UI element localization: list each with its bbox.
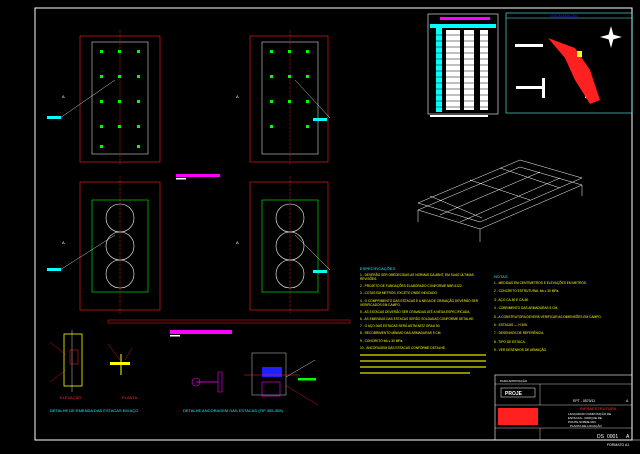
- note-filler-line: [360, 365, 486, 368]
- title-line: LANÇADOR COMPOSIÇÃO DE: [568, 411, 611, 416]
- title-block: PARA APROVAÇÃO PROJE EPT - 0570/11 A INF…: [494, 374, 633, 447]
- plan-title-bar-top: [176, 174, 220, 177]
- pile-schedule-table: [427, 13, 499, 117]
- isometric-view: [417, 159, 583, 242]
- note-filler-line: [360, 371, 470, 374]
- note-item: 6 - ESTACAS — H 305.: [494, 322, 528, 327]
- doc-revision: A: [626, 399, 629, 403]
- revision-label: PARA APROVAÇÃO: [500, 378, 528, 383]
- note-item: 6 - AS EMENDAS DAS ESTACAS SERÃO SOLDADA…: [360, 316, 475, 321]
- note-item: 10 - ANCORAGEM DAS ESTACAS CONFORME DETA…: [360, 345, 446, 350]
- location-map: LOCALIZAÇÃO: [505, 12, 633, 114]
- north-arrow-icon: [600, 26, 622, 48]
- note-item: 2 - PROJETO DE FUNDAÇÕES ELABORADO CONFO…: [360, 284, 463, 289]
- title-line: PLANTA DE LOCAÇÃO: [570, 423, 602, 428]
- note-item: 3 - COTAS EM METROS, EXCETO ONDE INDICAD…: [360, 291, 438, 296]
- specifications-heading: ESPECIFICAÇÕES: [360, 266, 396, 271]
- general-notes: NOTAS 1 - MEDIDAS EM CENTÍMETROS E ELEVA…: [494, 274, 628, 357]
- sheet-number: 0001: [607, 434, 618, 440]
- plan-label: PLANTA: [122, 395, 138, 400]
- section-label: A: [236, 240, 239, 245]
- note-item: 4 - O COMPRIMENTO DAS ESTACAS E A NEGA D…: [360, 298, 479, 307]
- title-line: ESTACAS - PARQUE DE: [568, 416, 602, 420]
- note-item: 7 - O AÇO DAS ESTACAS SERÁ ASTM A572 GRA…: [360, 324, 441, 329]
- note-item: 7 - DESENHOS DE REFERÊNCIA.: [494, 331, 545, 336]
- sheet-frame: [34, 7, 633, 441]
- elevation-label: ELEVAÇÃO: [60, 395, 81, 400]
- anchorage-detail-title: DETALHE ANCORAGEM DAS ESTACAS (TIP 305-3…: [183, 408, 283, 413]
- section-label: A: [236, 94, 239, 99]
- note-filler-line: [360, 359, 486, 362]
- note-item: 5 - AS ESTACAS DEVERÃO SER CRAVADAS ATÉ …: [360, 309, 471, 314]
- location-map-heading: LOCALIZAÇÃO: [550, 13, 578, 18]
- note-item: 1 - DEVERÃO SER OBEDECIDAS AS NORMAS DA …: [360, 273, 474, 281]
- title-red: INFRAESTRUTURA: [580, 406, 617, 411]
- note-item: 1 - MEDIDAS EM CENTÍMETROS E ELEVAÇÕES E…: [494, 281, 587, 285]
- pile-plan-top-right: A: [236, 30, 331, 166]
- doc-code: EPT - 0570/11: [573, 399, 595, 403]
- note-item: 9 - VER DESENHOS DE ARMAÇÃO.: [494, 348, 547, 353]
- note-item: 3 - AÇO CA-50 E CA-60.: [494, 297, 530, 302]
- note-item: 2 - CONCRETO ESTRUTURAL fck ≥ 30 MPa.: [494, 289, 560, 294]
- section-label: A: [62, 240, 65, 245]
- section-label: A: [62, 94, 65, 99]
- note-item: 8 - TIPO DE ESTACA.: [494, 339, 526, 344]
- anchorage-detail: DETALHE ANCORAGEM DAS ESTACAS (TIP 305-3…: [183, 352, 319, 413]
- specifications-notes: ESPECIFICAÇÕES 1 - DEVERÃO SER OBEDECIDA…: [360, 266, 486, 374]
- note-filler-line: [360, 353, 486, 356]
- sheet-format: FORMATO A1: [607, 443, 629, 447]
- plan-title-bar-bottom: [170, 330, 232, 334]
- project-logo-text: PROJE: [505, 391, 523, 397]
- title-line: PONTE SOBRE RIO: [568, 420, 597, 424]
- note-item: 8 - RECOBRIMENTO MÍNIMO DAS ARMADURAS 5 …: [360, 331, 442, 336]
- splice-detail-title: DETALHE DE EMENDA DAS ESTACAS EM AÇO: [50, 408, 138, 413]
- note-item: 5 - A CONSTRUTORA DEVERÁ VERIFICAR AS DI…: [494, 314, 602, 319]
- pile-plan-top-left: A: [47, 30, 161, 166]
- pile-cap-plan-bottom-left: A: [47, 176, 161, 314]
- sheet-prefix: DS: [597, 434, 605, 440]
- note-item: 4 - COBRIMENTO DAS ARMADURAS 5 CM.: [494, 306, 559, 311]
- sheet-revision: A: [626, 434, 630, 440]
- note-item: 9 - CONCRETO fck ≥ 30 MPa.: [360, 338, 404, 343]
- pile-cap-plan-bottom-right: A: [236, 176, 331, 314]
- notes-heading: NOTAS: [494, 274, 508, 279]
- splice-detail: ELEVAÇÃO PLANTA DETALHE DE EMENDA DAS ES…: [49, 330, 138, 413]
